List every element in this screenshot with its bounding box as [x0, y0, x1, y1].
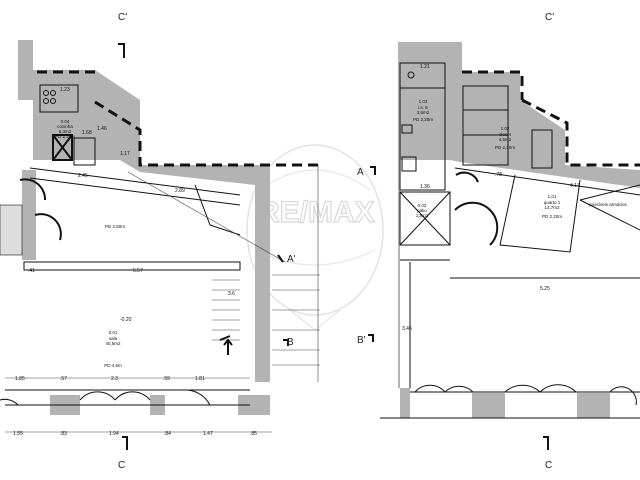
dim-left-small: .41 — [28, 268, 35, 274]
dim-side-height: 3.46 — [402, 326, 412, 332]
room-name: cozinha — [57, 124, 73, 129]
right-floor-plan — [368, 42, 640, 450]
room-name: quarto 1 — [544, 200, 561, 205]
section-mark-c: C — [545, 460, 552, 471]
section-mark-c-prime: C' — [545, 12, 554, 23]
dim-kitchen-inner: 1.68 — [82, 130, 92, 136]
left-floor-plan — [0, 40, 320, 450]
dim-stair: 3.6 — [228, 291, 235, 297]
watermark-text: RE/MAX — [258, 196, 375, 229]
room-area: 1,8m2 — [416, 213, 429, 218]
dim-room-width: 5.25 — [540, 286, 550, 292]
room-code: 0.04 — [61, 119, 70, 124]
dim: 1.55 — [13, 431, 23, 437]
room-area: 14,7m2 — [544, 205, 560, 210]
section-mark-c-prime: C' — [118, 12, 127, 23]
mezzanine-height: PD 2,50m — [105, 224, 125, 229]
room-area: 5,3m2 — [59, 129, 72, 134]
dim: 2.3 — [111, 376, 118, 382]
section-mark-c: C — [118, 460, 125, 471]
dim: 1.94 — [109, 431, 119, 437]
room-area: 40,5m2 — [105, 341, 121, 346]
dim: .84 — [164, 431, 171, 437]
cabinets-note: possíveis armários — [589, 202, 627, 207]
room-area: 3,6m2 — [417, 110, 430, 115]
dim: 1.85 — [15, 376, 25, 382]
dim-upper-a: 2.45 — [78, 173, 88, 179]
dim-kitchen-width: 1.23 — [60, 87, 70, 93]
dim-kitchen-diag: 1.46 — [97, 126, 107, 132]
room-name: sala — [109, 336, 118, 341]
level-mark: -0.20 — [120, 317, 132, 323]
room-height: PD 4,5m — [104, 363, 122, 368]
dim: 1.47 — [203, 431, 213, 437]
dim-bath-bottom: 1.36 — [420, 184, 430, 190]
room-name: closet — [499, 132, 512, 137]
front-dims-outer: 1.55 .83 1.94 .84 1.47 .85 — [13, 431, 257, 437]
dim-upper-diag: 4.17 — [570, 183, 580, 189]
room-code: 1.03 — [419, 99, 428, 104]
left-plan-labels: C' C A' B 0.04 cozinha 5,3m2 PD 2,20m 0.… — [13, 12, 296, 471]
room-code: 0.02 — [418, 203, 427, 208]
section-mark-a-prime: A' — [287, 254, 296, 265]
dim-small: .78 — [495, 172, 502, 178]
room-height: PD 2,20m — [55, 134, 75, 139]
section-mark-b: B — [287, 337, 294, 348]
room-name: pátio — [417, 208, 427, 213]
room-height: PD 2,20m — [542, 214, 562, 219]
room-code: 0.01 — [109, 330, 118, 335]
dim-kitchen-depth: 1.17 — [120, 151, 130, 157]
room-code: 1.02 — [501, 126, 510, 131]
front-dims-inner: 1.85 .57 2.3 .59 1.81 — [15, 376, 205, 382]
dim-bath-width: 1.21 — [420, 64, 430, 70]
right-plan-labels: C' C A B' 1.03 i.s. 5 3,6m2 PD 2,20m 1.0… — [357, 12, 628, 471]
dim: .59 — [163, 376, 170, 382]
room-height: PD 2,20m — [413, 117, 433, 122]
dim: .85 — [250, 431, 257, 437]
section-mark-a: A — [357, 167, 364, 178]
room-height: PD 2,20m — [495, 145, 515, 150]
dim: .83 — [60, 431, 67, 437]
room-area: 4,5m2 — [499, 137, 512, 142]
dim: 1.81 — [195, 376, 205, 382]
room-code: 1.01 — [548, 194, 557, 199]
dim-upper-b: 2.89 — [175, 188, 185, 194]
remax-watermark: RE/MAX — [246, 144, 384, 331]
dim: .57 — [60, 376, 67, 382]
dim-mezz-width: 5.57 — [133, 268, 143, 274]
section-mark-b-prime: B' — [357, 335, 366, 346]
room-name: i.s. 5 — [418, 105, 428, 110]
